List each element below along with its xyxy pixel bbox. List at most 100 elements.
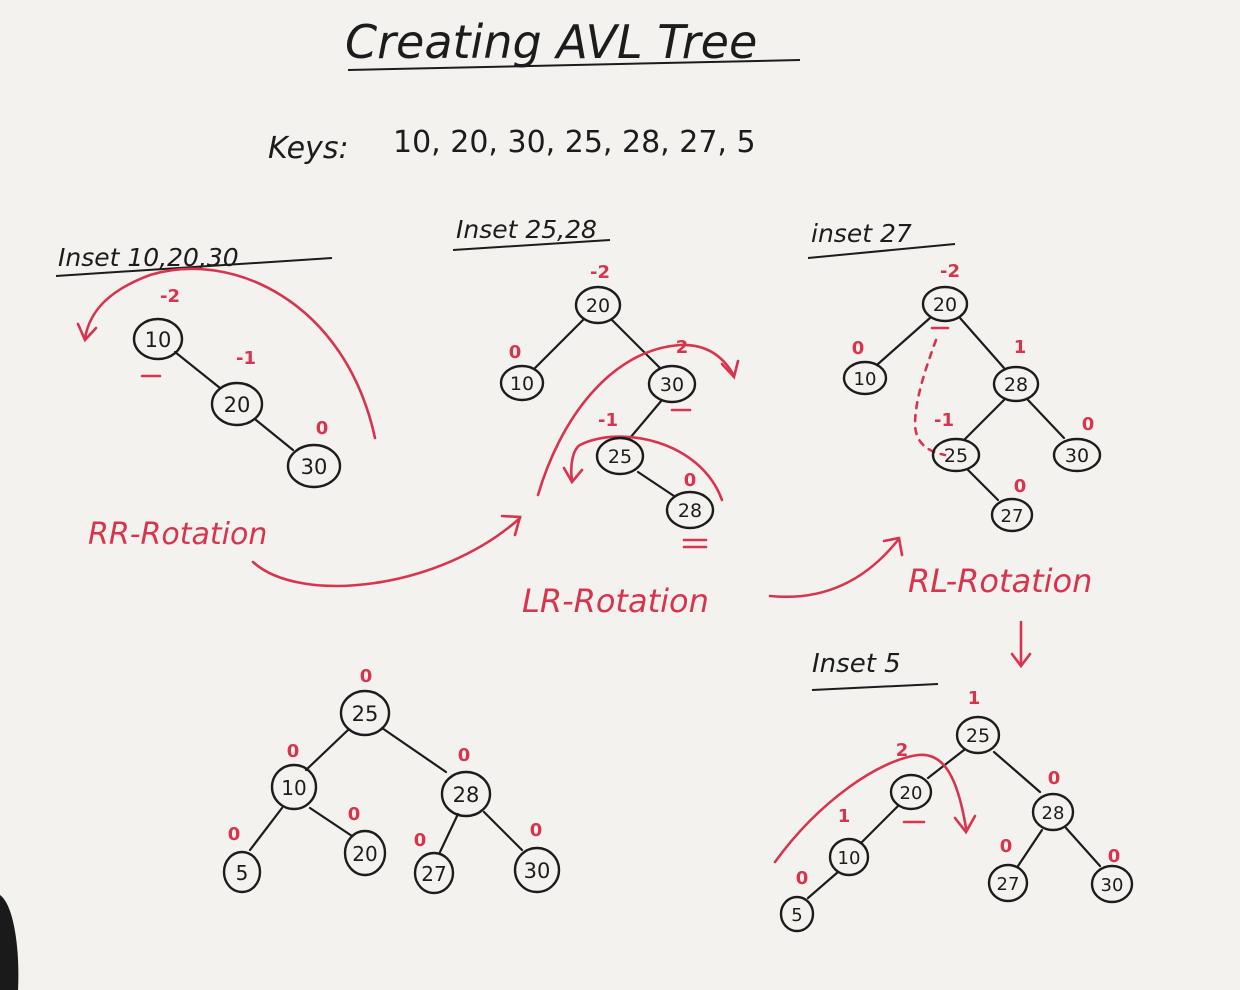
balance-factor: 1 [968,688,981,709]
rotation-arrow [536,343,735,497]
node-circle [595,436,645,476]
node-circle [992,365,1040,403]
tree-node: 25 0 [339,666,391,737]
balance-factor: 0 [852,338,865,359]
node-key: 30 [301,455,328,479]
tree-node: 30 0 [286,418,342,489]
tree-node: 28 0 [440,745,492,818]
step-label-insert-2: Inset 25,28 [456,215,597,244]
page-title: Creating AVL Tree [345,15,757,69]
node-circle [779,895,815,933]
node-circle [132,317,184,361]
node-key: 30 [1065,445,1089,467]
node-circle [413,851,455,895]
rotation-arrow [773,753,968,864]
balance-factor: -2 [940,261,960,282]
node-key: 27 [1001,506,1024,527]
step-2-underline [452,239,611,251]
node-circle [828,837,870,877]
node-key: 5 [236,861,249,885]
tree-node: 28 1 [992,337,1040,403]
rotation-label-lr: LR-Rotation [522,582,709,620]
node-circle [1031,792,1075,832]
edge [860,804,900,844]
edge [380,726,448,774]
edge [173,350,222,390]
tree-node: 20 0 [343,804,387,877]
node-key: 10 [854,369,877,390]
step-3-underline [807,243,956,259]
edge [438,812,460,854]
tree-node: 28 0 [1031,768,1075,832]
title-underline [347,59,801,71]
edge [992,750,1042,794]
node-key: 10 [145,328,172,352]
balance-factor: -2 [160,286,180,307]
node-circle [339,689,391,737]
balance-factor: 0 [228,824,241,845]
node-circle [921,285,969,323]
edge [962,398,1006,442]
keys-value: 10, 20, 30, 25, 28, 27, 5 [393,125,756,160]
node-circle [987,863,1029,903]
node-circle [889,773,933,811]
edge [533,318,585,370]
node-circle [1090,864,1134,904]
edge [806,870,840,900]
step-label-insert-1: Inset 10,20,30 [58,243,239,272]
node-circle [499,364,545,402]
edge [966,468,1000,502]
tree-balanced: 25 0 10 0 28 0 5 0 20 0 27 0 [222,666,561,895]
rotation-arrow [569,435,724,502]
rotation-arrow [83,267,377,440]
tree-node: 10 -2 [132,286,184,361]
node-circle [1052,437,1102,473]
balance-factor: 0 [287,741,300,762]
tree-insert-3: 20 -2 10 0 28 1 25 -1 30 0 27 0 [842,261,1102,533]
edge [1026,398,1066,440]
tree-node: 30 0 [513,820,561,894]
flow-arrow-rr-head [500,514,522,537]
tree-node: 5 0 [779,868,815,933]
balance-factor: 0 [1108,846,1121,867]
edge [1064,826,1102,868]
rotation-arrow-head [953,814,977,835]
node-key: 10 [281,776,306,800]
node-circle [955,715,1001,755]
rotation-arrow-head [562,466,584,485]
flow-arrow-rr [251,516,522,588]
rotation-arrow-head [720,359,740,380]
node-circle [286,443,342,489]
node-circle [990,497,1034,533]
tree-node: 27 0 [987,836,1029,903]
keys-label: Keys: [268,131,349,166]
rotation-label-rl: RL-Rotation [908,562,1092,600]
node-key: 25 [352,702,379,726]
node-key: 10 [838,848,861,869]
node-circle [210,381,264,427]
flow-arrow-lr-head [882,536,904,557]
tree-node: 30 0 [1052,414,1102,473]
balance-factor: 0 [1000,836,1013,857]
balance-factor: 0 [360,666,373,687]
node-circle [665,490,715,530]
tree-node: 25 -1 [931,410,981,473]
tree-node: 10 0 [499,342,545,402]
tree-node: 20 -1 [210,348,264,427]
edge [628,398,664,440]
step-1-underline [55,257,333,277]
edge [958,316,1006,370]
balance-factor: 2 [676,337,689,358]
node-circle [440,770,492,818]
step-label-insert-3: inset 27 [811,219,912,248]
edge [254,418,295,452]
tree-node: 10 0 [270,741,318,811]
node-circle [931,437,981,473]
tree-node: 5 0 [222,824,262,894]
presenter-shadow [0,895,19,990]
tree-node: 10 1 [828,806,870,877]
node-circle [343,829,387,877]
tree-node: 20 -2 [574,262,622,325]
node-key: 20 [933,294,957,316]
